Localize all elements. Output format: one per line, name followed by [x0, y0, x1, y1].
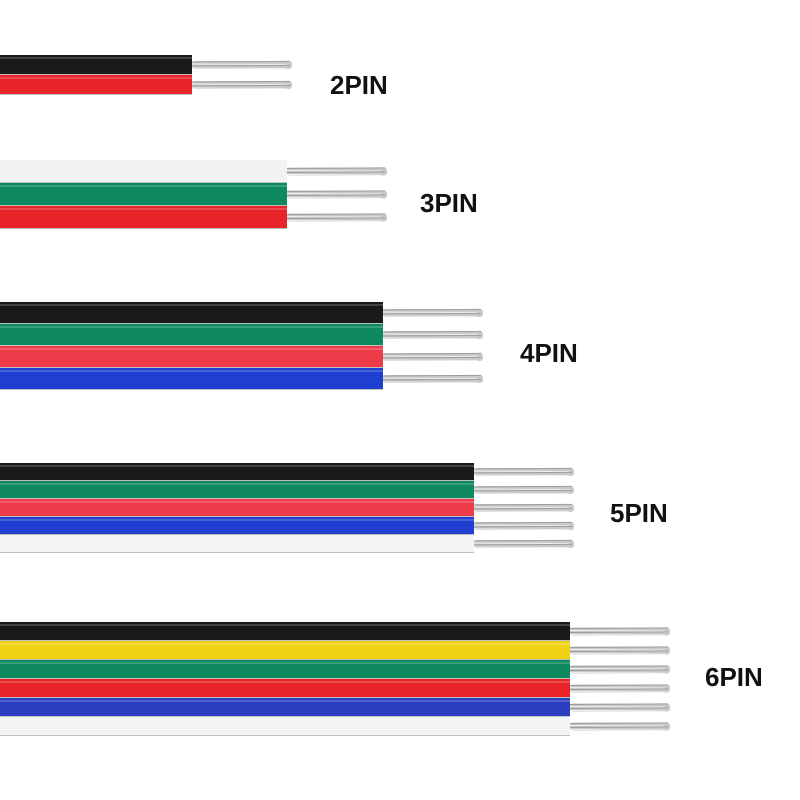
wire-sheen [0, 624, 570, 626]
wire-insulation [0, 499, 474, 516]
wire-groove [0, 534, 474, 535]
wire-groove [0, 716, 570, 717]
wire-sheen [0, 348, 383, 350]
wire-insulation [0, 346, 383, 367]
wire-insulation [0, 302, 383, 323]
wire-sheen [0, 208, 287, 210]
wire-insulation [0, 368, 383, 389]
wire-groove [0, 205, 287, 206]
wire-groove [0, 480, 474, 481]
label-6pin: 6PIN [705, 662, 763, 692]
wire-groove [0, 735, 570, 736]
copper-strands [569, 684, 670, 693]
copper-strands [286, 190, 387, 199]
wire-groove [0, 640, 570, 641]
wire-groove [0, 345, 383, 346]
wire-groove [0, 697, 570, 698]
wire-sheen [0, 185, 287, 187]
copper-strands [191, 60, 292, 70]
wire-groove [0, 367, 383, 368]
wire-insulation [0, 698, 570, 716]
wire-insulation [0, 206, 287, 228]
wire-groove [0, 182, 287, 183]
label-2pin: 2PIN [330, 70, 388, 100]
wire-groove [0, 678, 570, 679]
copper-strands [473, 467, 574, 477]
wire-insulation [0, 75, 192, 94]
wire-groove [0, 659, 570, 660]
copper-strands [569, 703, 670, 712]
wire-sheen [0, 537, 474, 539]
cable-4pin [0, 302, 483, 390]
wire-sheen [0, 519, 474, 521]
wire-sheen [0, 326, 383, 328]
label-4pin: 4PIN [520, 338, 578, 368]
wire-groove [0, 552, 474, 553]
wire-insulation [0, 679, 570, 697]
cable-2pin [0, 55, 292, 95]
copper-strands [569, 646, 670, 655]
wire-groove [0, 389, 383, 390]
wire-sheen [0, 304, 383, 306]
wire-sheen [0, 700, 570, 702]
wire-sheen [0, 643, 570, 645]
wire-sheen [0, 465, 474, 467]
copper-strands [473, 485, 574, 495]
copper-strands [569, 722, 670, 731]
copper-strands [473, 521, 574, 531]
copper-strands [569, 627, 670, 636]
copper-strands [569, 665, 670, 674]
wire-insulation [0, 717, 570, 735]
copper-strands [286, 167, 387, 176]
wire-sheen [0, 501, 474, 503]
wire-insulation [0, 660, 570, 678]
wire-insulation [0, 160, 287, 182]
wire-sheen [0, 162, 287, 164]
copper-strands [382, 308, 483, 318]
wire-sheen [0, 483, 474, 485]
cable-5pin [0, 463, 574, 553]
wire-insulation [0, 481, 474, 498]
cable-3pin [0, 160, 387, 229]
wire-sheen [0, 681, 570, 683]
wire-insulation [0, 183, 287, 205]
wire-sheen [0, 719, 570, 721]
copper-strands [286, 213, 387, 222]
wire-groove [0, 498, 474, 499]
label-5pin: 5PIN [610, 498, 668, 528]
wire-insulation [0, 517, 474, 534]
wire-insulation [0, 535, 474, 552]
wire-insulation [0, 324, 383, 345]
wire-groove [0, 74, 192, 75]
wire-sheen [0, 370, 383, 372]
copper-strands [382, 352, 483, 362]
wire-groove [0, 516, 474, 517]
copper-strands [382, 330, 483, 340]
wire-sheen [0, 662, 570, 664]
wire-sheen [0, 57, 192, 59]
copper-strands [191, 80, 292, 90]
wire-groove [0, 94, 192, 95]
wire-insulation [0, 622, 570, 640]
copper-strands [473, 539, 574, 549]
wire-sheen [0, 77, 192, 79]
wire-insulation [0, 641, 570, 659]
copper-strands [473, 503, 574, 513]
wire-groove [0, 323, 383, 324]
copper-strands [382, 374, 483, 384]
wire-groove [0, 228, 287, 229]
cable-6pin [0, 622, 670, 736]
label-3pin: 3PIN [420, 188, 478, 218]
wire-insulation [0, 463, 474, 480]
wire-insulation [0, 55, 192, 74]
